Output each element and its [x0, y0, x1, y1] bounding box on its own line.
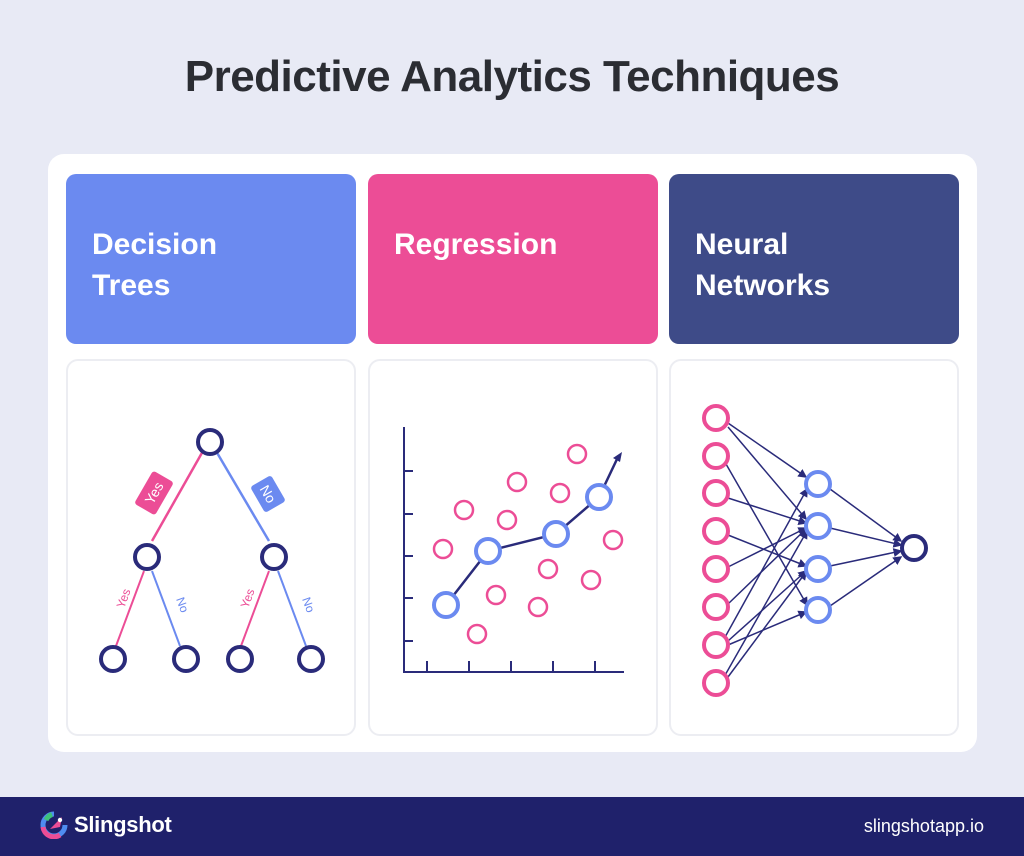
- yes-badge: Yes: [135, 471, 173, 515]
- brand-name: Slingshot: [74, 812, 172, 837]
- svg-text:No: No: [257, 482, 280, 506]
- footer: Slingshot slingshotapp.io: [0, 797, 1024, 856]
- neural-network-card: [669, 359, 959, 736]
- regression-card: [368, 359, 658, 736]
- slingshot-logo[interactable]: Slingshot: [40, 811, 172, 839]
- decision-trees-header: Decision Trees: [66, 174, 356, 344]
- decision-tree-card: Yes No Yes No Yes No: [66, 359, 356, 736]
- slingshot-logo-icon: [40, 811, 68, 839]
- regression-header: Regression: [368, 174, 658, 344]
- svg-text:No: No: [299, 595, 318, 615]
- page-title: Predictive Analytics Techniques: [184, 52, 840, 101]
- svg-text:No: No: [173, 595, 192, 615]
- neural-networks-header: Neural Networks: [669, 174, 959, 344]
- svg-text:Yes: Yes: [238, 587, 258, 610]
- decision-tree-diagram: Yes No Yes No Yes No: [99, 428, 325, 673]
- no-badge: No: [251, 476, 285, 512]
- website-link[interactable]: slingshotapp.io: [863, 816, 984, 836]
- regression-diagram: [403, 427, 624, 673]
- neural-network-diagram: [702, 404, 928, 697]
- svg-text:Yes: Yes: [114, 587, 134, 610]
